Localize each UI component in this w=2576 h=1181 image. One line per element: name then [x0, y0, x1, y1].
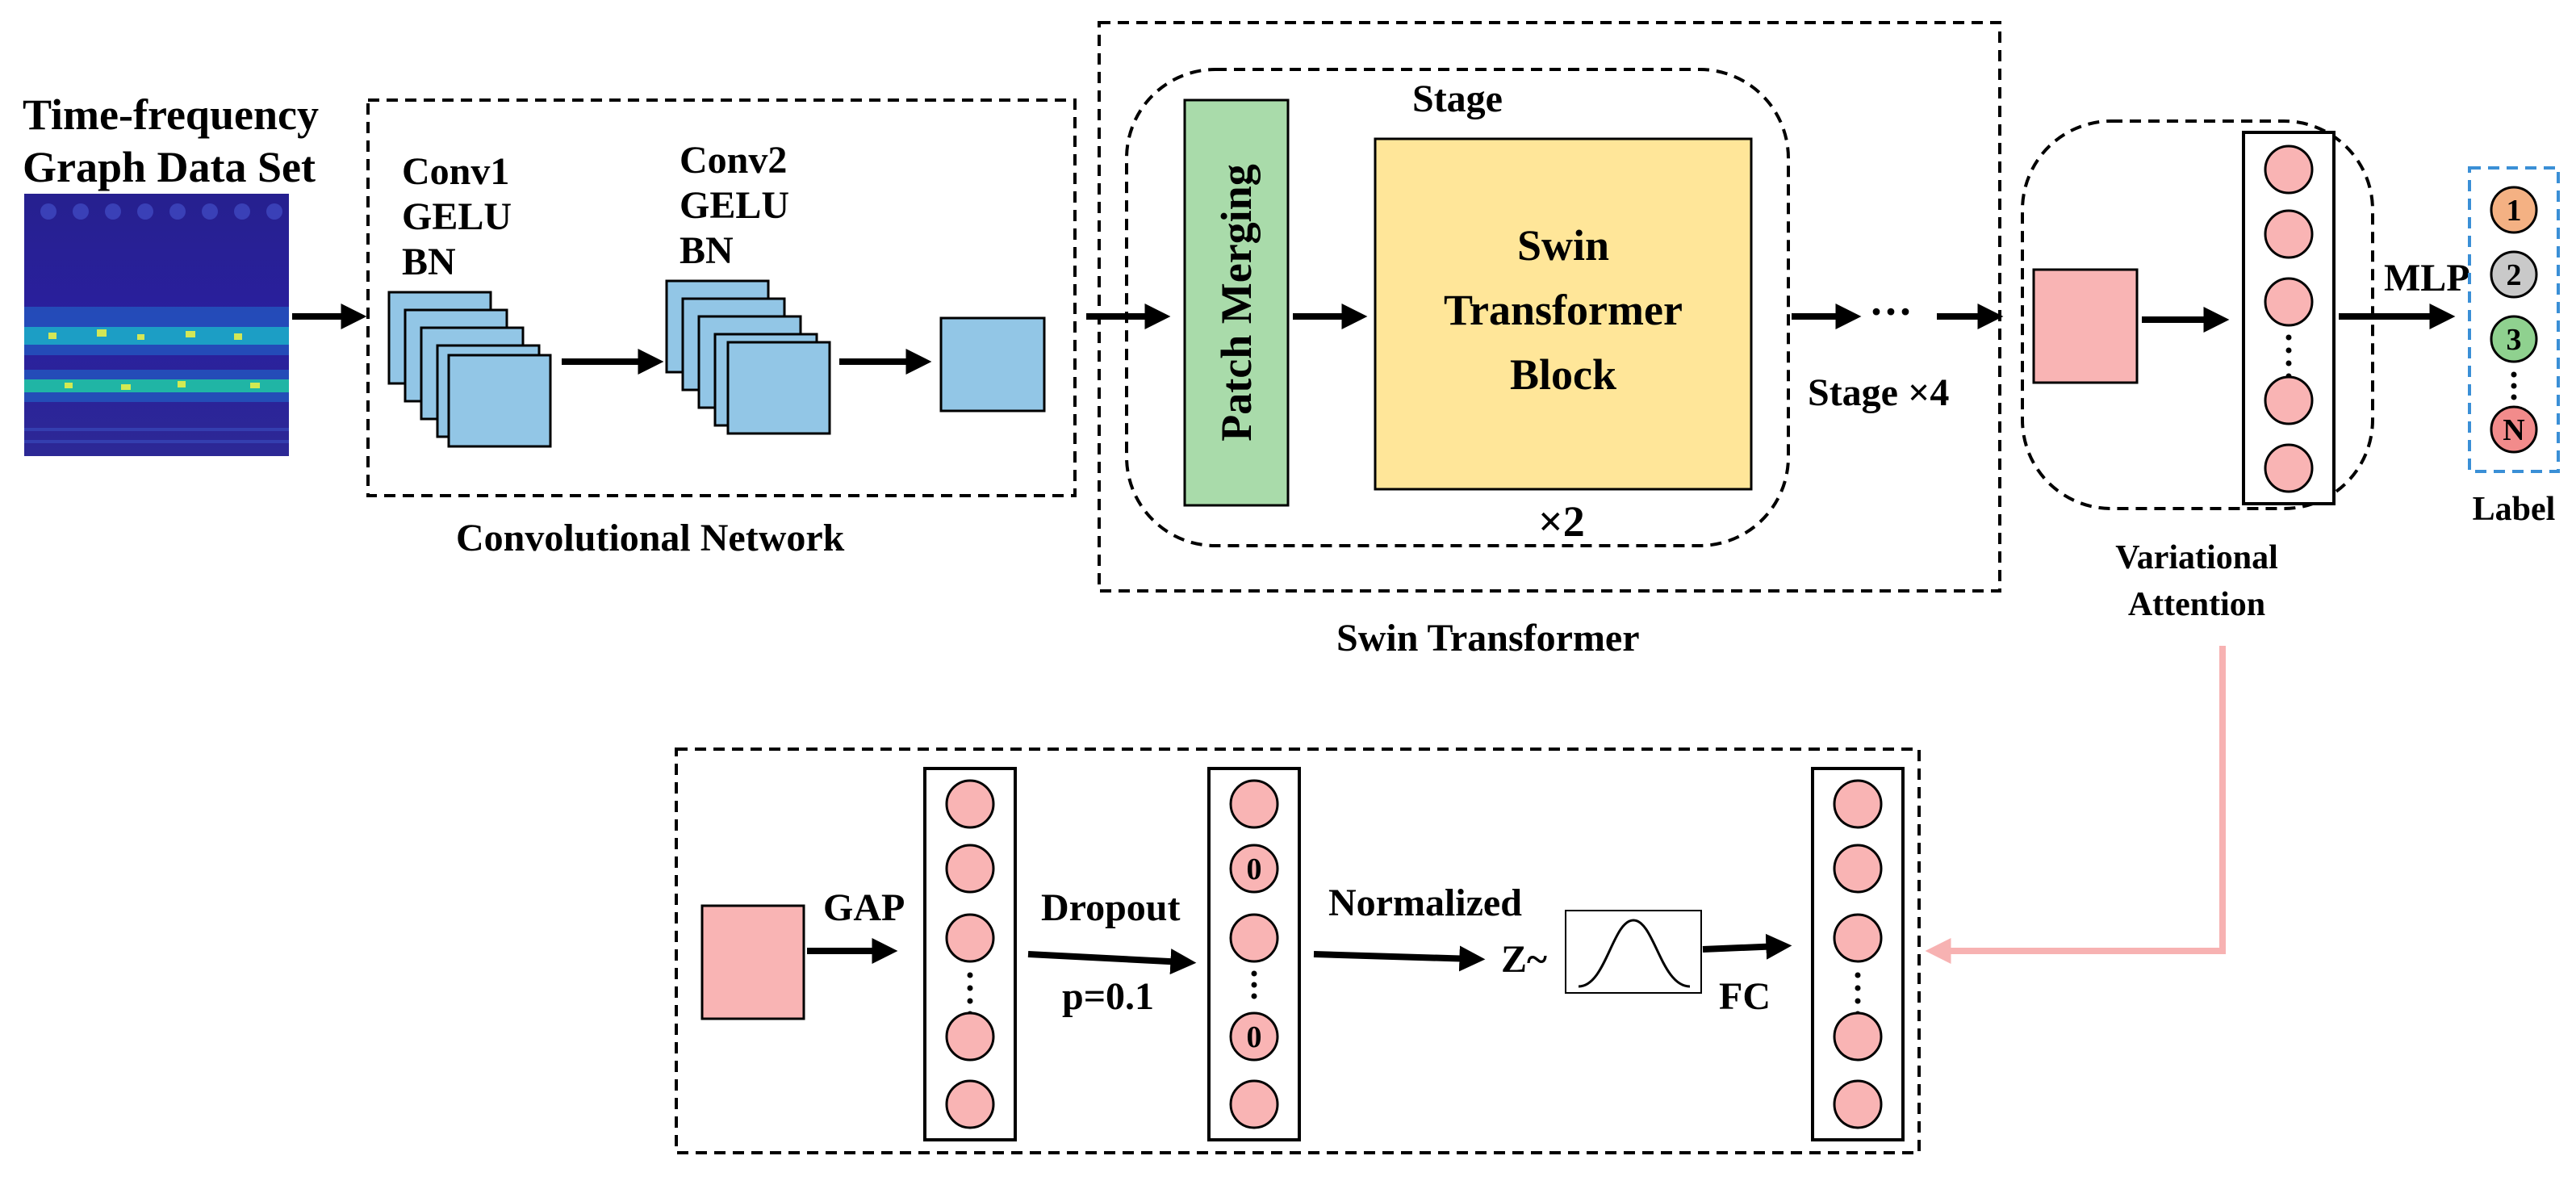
mlp-label: MLP — [2384, 257, 2470, 299]
label-caption: Label — [2473, 491, 2556, 528]
stage-label: Stage — [1412, 77, 1503, 120]
dropout-p-label: p=0.1 — [1062, 975, 1154, 1018]
dropout-node — [1229, 913, 1279, 963]
gelu1-label: GELU — [402, 195, 512, 238]
arrow-normalized — [1313, 945, 1486, 972]
block-label-line2: Transformer — [1444, 286, 1683, 334]
variational-input-map — [2032, 268, 2139, 384]
normalized-label: Normalized — [1328, 882, 1522, 924]
class-label-1: 1 — [2507, 194, 2522, 228]
gap-node — [945, 1079, 995, 1129]
conv-output-map — [939, 316, 1046, 413]
spectrogram-image — [24, 194, 289, 456]
arrow-dropout — [1027, 949, 1197, 975]
label-box — [2468, 166, 2560, 473]
conv-network-box — [366, 98, 1077, 497]
conv1-feature-maps — [387, 291, 552, 448]
conv2-feature-maps — [665, 279, 831, 435]
variational-node — [2264, 277, 2314, 327]
gap-node — [945, 913, 995, 963]
class-label-2: 2 — [2507, 258, 2522, 292]
gaussian-distribution-plot — [1565, 910, 1702, 994]
dropout-node — [1229, 779, 1279, 829]
variational-node — [2264, 144, 2314, 195]
conv2-label: Conv2 — [680, 139, 787, 182]
dropout-zero-label: 0 — [1247, 1020, 1262, 1054]
gap-node — [945, 779, 995, 829]
variational-caption-line2: Attention — [2128, 586, 2265, 623]
input-title-line2: Graph Data Set — [23, 143, 316, 191]
class-node-n — [2490, 405, 2538, 454]
class-label-n: N — [2503, 413, 2524, 447]
conv1-label: Conv1 — [402, 150, 509, 193]
block-repeat-label: ×2 — [1538, 497, 1585, 546]
patch-merging-block — [1183, 98, 1290, 507]
z-label: Z~ — [1501, 938, 1547, 981]
gap-node — [945, 1011, 995, 1062]
block-label-line1: Swin — [1517, 221, 1609, 270]
variational-detail-box — [675, 748, 1921, 1154]
swin-transformer-box — [1098, 21, 2001, 593]
dropout-zero-label: 0 — [1247, 852, 1262, 886]
variational-caption-line1: Variational — [2115, 539, 2277, 576]
dropout-node — [1229, 1079, 1279, 1129]
variational-node — [2264, 209, 2314, 259]
fc-node — [1833, 779, 1883, 829]
block-label-line3: Block — [1510, 350, 1616, 399]
gap-label: GAP — [823, 886, 905, 929]
class-node-1 — [2490, 186, 2538, 234]
stage-box — [1125, 68, 1790, 547]
class-label-3: 3 — [2507, 323, 2522, 357]
class-node-3 — [2490, 315, 2538, 363]
variational-detail-link — [1925, 646, 2226, 964]
gap-node — [945, 844, 995, 894]
dropout-label: Dropout — [1041, 886, 1180, 929]
dropout-node-zero — [1229, 1011, 1279, 1062]
swin-transformer-block — [1374, 137, 1753, 491]
variational-node — [2264, 443, 2314, 493]
fc-label: FC — [1719, 975, 1771, 1018]
arrow-fc — [1702, 933, 1792, 960]
class-node-2 — [2490, 250, 2538, 299]
stage-repeat-label: Stage ×4 — [1808, 371, 1949, 414]
detail-input-map — [700, 904, 805, 1020]
fc-node — [1833, 1011, 1883, 1062]
bn2-label: BN — [680, 229, 734, 272]
bn1-label: BN — [402, 241, 456, 283]
gelu2-label: GELU — [680, 184, 789, 227]
conv-network-caption: Convolutional Network — [456, 517, 845, 559]
dropout-node-zero — [1229, 844, 1279, 894]
fc-node — [1833, 844, 1883, 894]
variational-node — [2264, 375, 2314, 425]
dropout-ellipsis — [1251, 970, 1257, 999]
fc-node — [1833, 913, 1883, 963]
patch-merging-label: Patch Merging — [1212, 164, 1261, 441]
class-ellipsis — [2511, 371, 2517, 400]
stage-ellipsis: ··· — [1869, 287, 1913, 336]
swin-transformer-caption: Swin Transformer — [1336, 617, 1640, 660]
input-title-line1: Time-frequency — [23, 90, 319, 139]
fc-node — [1833, 1079, 1883, 1129]
